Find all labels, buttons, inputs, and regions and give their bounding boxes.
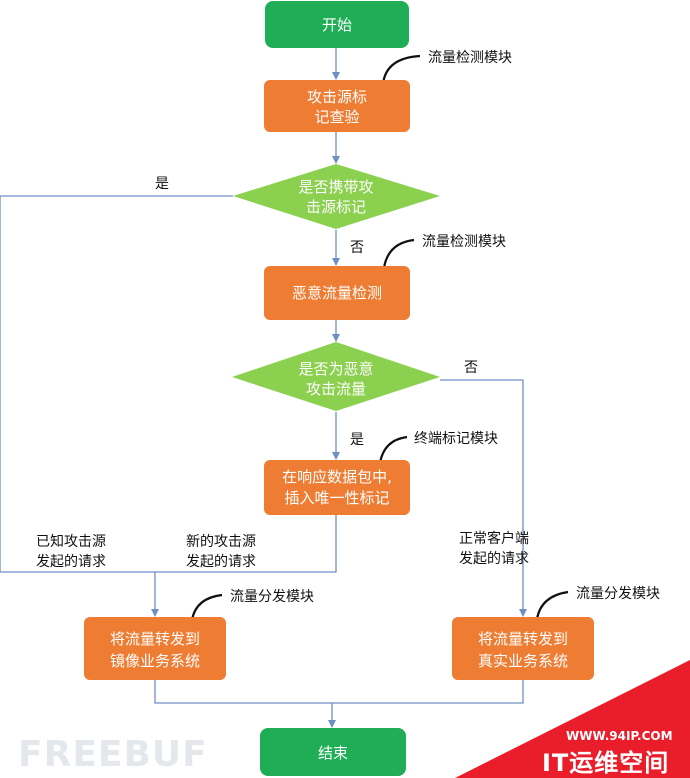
module-callouts: 流量检测模块 流量检测模块 终端标记模块 流量分发模块 流量分发模块 [190, 50, 660, 621]
edge-no-normal-to-real [440, 379, 527, 617]
callout-curve-5 [535, 590, 569, 620]
decision2-node: 是否为恶意 攻击流量 [232, 342, 440, 411]
watermark-site-name: IT运维空间 [542, 749, 669, 777]
detect-node: 恶意流量检测 [264, 266, 410, 320]
edge-label-known-line1: 已知攻击源 [36, 533, 106, 550]
decision2-label-line1: 是否为恶意 [298, 360, 373, 378]
module-label-1: 流量检测模块 [428, 50, 512, 66]
decision1-shape [233, 164, 440, 229]
mirror-node: 将流量转发到 镜像业务系统 [84, 617, 226, 680]
mark-label-line1: 在响应数据包中, [282, 468, 392, 486]
check-node: 攻击源标 记查验 [264, 80, 410, 132]
start-label: 开始 [322, 16, 352, 34]
callout-curve-4 [190, 593, 223, 621]
edge-label-yes1: 是 [155, 176, 169, 192]
mirror-label-line1: 将流量转发到 [110, 630, 200, 648]
end-node: 结束 [260, 728, 406, 776]
mark-node: 在响应数据包中, 插入唯一性标记 [264, 460, 410, 515]
watermark-red-triangle [455, 660, 690, 778]
check-label-line2: 记查验 [314, 108, 359, 126]
decision2-shape [232, 342, 440, 411]
decision1-label-line1: 是否携带攻 [298, 178, 373, 196]
module-label-2: 流量检测模块 [422, 234, 506, 250]
edge-label-yes2: 是 [350, 432, 364, 448]
real-label-line1: 将流量转发到 [478, 630, 568, 648]
end-label: 结束 [318, 744, 348, 762]
edge-mark-new-to-mirror [155, 515, 337, 573]
real-node: 将流量转发到 真实业务系统 [452, 617, 594, 680]
edge-label-known-line2: 发起的请求 [36, 554, 106, 570]
mark-shape [264, 460, 410, 515]
callout-curve-2 [382, 238, 415, 269]
edge-label-no2: 否 [464, 360, 478, 376]
module-label-3: 终端标记模块 [414, 431, 498, 447]
freebuf-watermark: FREEBUF [18, 734, 208, 775]
module-label-5: 流量分发模块 [576, 586, 660, 602]
mark-label-line2: 插入唯一性标记 [284, 489, 389, 507]
edge-label-normal-line2: 发起的请求 [459, 551, 529, 567]
decision1-node: 是否携带攻 击源标记 [233, 164, 440, 229]
callout-curve-1 [381, 54, 421, 85]
edge-label-new-line2: 发起的请求 [186, 554, 256, 570]
module-label-4: 流量分发模块 [230, 589, 314, 605]
check-shape [264, 80, 410, 132]
end-shape [260, 728, 406, 776]
start-node: 开始 [265, 1, 409, 48]
callout-curve-3 [378, 435, 408, 464]
real-label-line2: 真实业务系统 [478, 652, 568, 670]
decision1-label-line2: 击源标记 [306, 198, 366, 216]
decision2-label-line2: 攻击流量 [306, 380, 366, 398]
edge-yes-known-to-mirror [0, 195, 233, 617]
edges [0, 48, 527, 728]
edge-label-normal-line1: 正常客户端 [459, 530, 529, 547]
mirror-shape [84, 617, 226, 680]
detect-shape [264, 266, 410, 320]
edge-labels: 是 否 否 是 已知攻击源 发起的请求 新的攻击源 发起的请求 正常客户端 发起… [36, 176, 529, 570]
mirror-label-line2: 镜像业务系统 [110, 652, 200, 670]
check-label-line1: 攻击源标 [307, 88, 367, 106]
edge-label-no1: 否 [350, 240, 364, 256]
edge-merge [154, 680, 524, 704]
start-shape [265, 1, 409, 48]
detect-label: 恶意流量检测 [292, 284, 382, 302]
real-shape [452, 617, 594, 680]
watermark-url: WWW.94IP.COM [566, 729, 673, 743]
site-watermark: WWW.94IP.COM IT运维空间 [455, 660, 690, 778]
edge-label-new-line1: 新的攻击源 [186, 534, 256, 550]
